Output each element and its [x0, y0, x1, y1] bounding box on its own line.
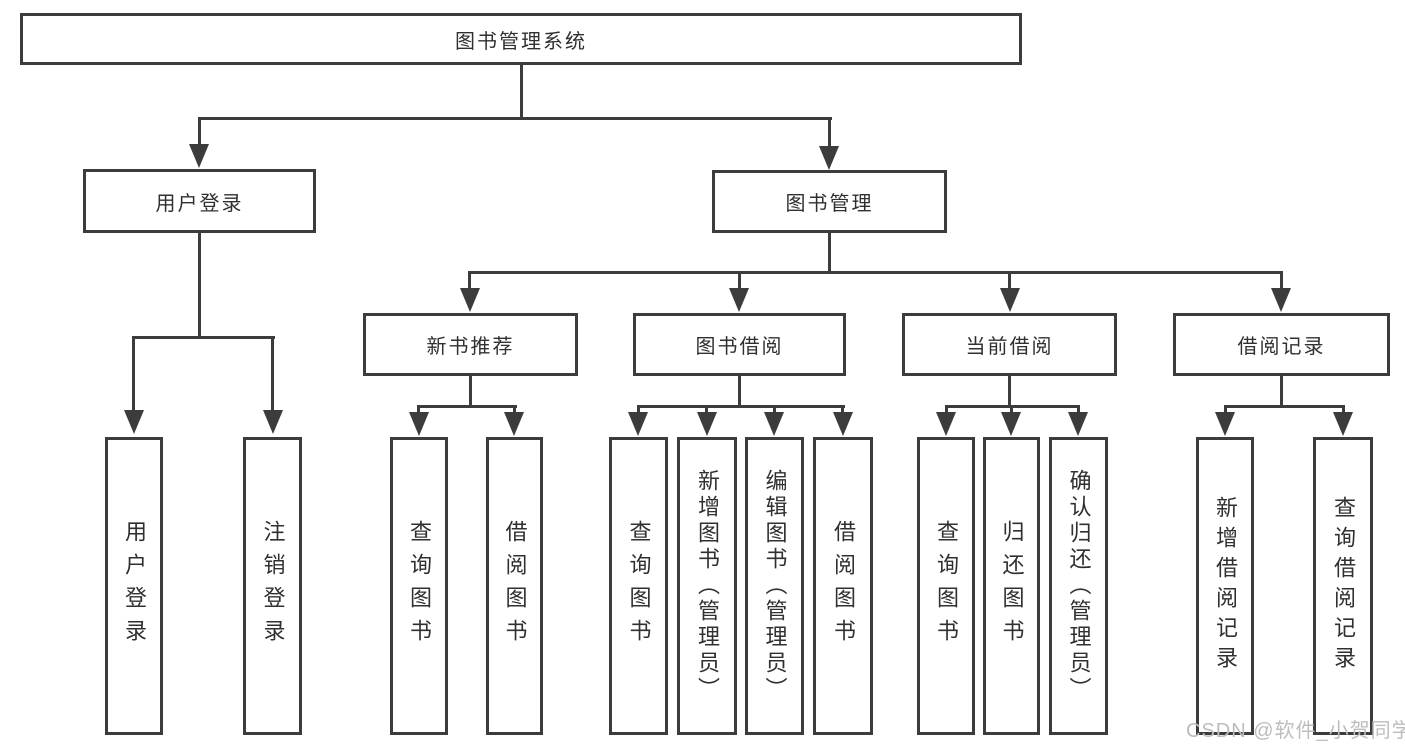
arrow-down-icon: [1001, 412, 1021, 436]
arrow-down-icon: [504, 412, 524, 436]
arrow-down-icon: [1068, 412, 1088, 436]
node-label: 当前借阅: [965, 336, 1054, 358]
connector-shaft: [841, 405, 844, 415]
leaf-user-login: 用户登录: [105, 437, 163, 735]
node-new-book-recommend: 新书推荐: [363, 313, 578, 376]
leaf-query-books-2: 查询图书: [609, 437, 668, 735]
connector-shaft: [198, 117, 201, 147]
leaf-add-borrow-record: 新增借阅记录: [1196, 437, 1254, 735]
arrow-down-icon: [833, 412, 853, 436]
connector-shaft: [417, 405, 420, 415]
leaf-borrow-books-2: 借阅图书: [813, 437, 873, 735]
arrow-down-icon: [819, 146, 839, 170]
connector-shaft: [132, 336, 135, 411]
leaf-borrow-books-1: 借阅图书: [486, 437, 543, 735]
node-label: 查询图书: [626, 520, 652, 652]
connector-user-login-splitter: [132, 336, 275, 339]
node-label: 借阅记录: [1237, 336, 1326, 358]
node-library-system: 图书管理系统: [20, 13, 1022, 65]
connector-shaft: [1077, 405, 1080, 415]
connector-user-login-trunk: [198, 233, 201, 339]
node-label: 用户登录: [122, 520, 147, 652]
arrow-down-icon: [263, 410, 283, 434]
connector-trunk: [1008, 376, 1011, 408]
connector-root-trunk: [520, 65, 523, 118]
leaf-query-books-3: 查询图书: [917, 437, 975, 735]
node-label: 借阅图书: [502, 520, 528, 652]
arrow-down-icon: [1333, 412, 1353, 436]
connector-shaft: [828, 117, 831, 148]
node-label: 确认归还（管理员）: [1066, 469, 1092, 703]
connector-level3-splitter: [468, 271, 1283, 274]
node-label: 查询借阅记录: [1331, 496, 1356, 676]
connector-shaft: [513, 405, 516, 415]
connector-shaft: [1280, 271, 1283, 289]
node-user-login: 用户登录: [83, 169, 316, 233]
connector-splitter: [637, 405, 845, 408]
connector-book-mgmt-trunk: [828, 233, 831, 274]
node-label: 查询图书: [934, 520, 959, 652]
leaf-edit-books-admin: 编辑图书（管理员）: [745, 437, 804, 735]
arrow-down-icon: [409, 412, 429, 436]
node-label: 注销登录: [260, 520, 286, 652]
node-label: 图书借阅: [695, 336, 784, 358]
arrow-down-icon: [936, 412, 956, 436]
connector-level2-splitter: [198, 117, 832, 120]
leaf-query-borrow-record: 查询借阅记录: [1313, 437, 1373, 735]
node-book-borrow: 图书借阅: [633, 313, 846, 376]
arrow-down-icon: [1000, 288, 1020, 312]
connector-shaft: [1342, 405, 1345, 415]
leaf-query-books-1: 查询图书: [390, 437, 448, 735]
arrow-down-icon: [628, 412, 648, 436]
arrow-down-icon: [124, 410, 144, 434]
node-book-management: 图书管理: [712, 170, 947, 233]
node-label: 用户登录: [155, 192, 244, 215]
connector-shaft: [637, 405, 640, 415]
connector-trunk: [738, 376, 741, 408]
connector-shaft: [1010, 405, 1013, 415]
node-label: 图书管理: [785, 193, 874, 215]
leaf-logout: 注销登录: [243, 437, 302, 735]
arrow-down-icon: [1271, 288, 1291, 312]
node-label: 新增借阅记录: [1213, 496, 1238, 676]
arrow-down-icon: [697, 412, 717, 436]
node-label: 查询图书: [407, 520, 432, 652]
node-label: 新增图书（管理员）: [695, 469, 720, 703]
connector-splitter: [417, 405, 517, 408]
leaf-return-books: 归还图书: [983, 437, 1040, 735]
node-label: 借阅图书: [831, 520, 856, 652]
leaf-add-books-admin: 新增图书（管理员）: [677, 437, 737, 735]
arrow-down-icon: [764, 412, 784, 436]
node-label: 新书推荐: [426, 336, 515, 358]
arrow-down-icon: [460, 288, 480, 312]
connector-shaft: [705, 405, 708, 415]
connector-splitter: [1224, 405, 1345, 408]
connector-shaft: [738, 271, 741, 289]
leaf-confirm-return-admin: 确认归还（管理员）: [1049, 437, 1108, 735]
connector-shaft: [945, 405, 948, 415]
connector-shaft: [271, 336, 274, 411]
node-label: 图书管理系统: [455, 30, 587, 53]
node-borrow-records: 借阅记录: [1173, 313, 1390, 376]
connector-trunk: [1280, 376, 1283, 408]
node-current-borrow: 当前借阅: [902, 313, 1117, 376]
node-label: 归还图书: [999, 520, 1025, 652]
connector-shaft: [468, 271, 471, 289]
arrow-down-icon: [189, 144, 209, 168]
connector-shaft: [1224, 405, 1227, 415]
arrow-down-icon: [729, 288, 749, 312]
node-label: 编辑图书（管理员）: [762, 469, 788, 703]
connector-shaft: [773, 405, 776, 415]
connector-trunk: [469, 376, 472, 408]
watermark: CSDN @软件_小贺同学: [1186, 720, 1405, 742]
arrow-down-icon: [1215, 412, 1235, 436]
connector-shaft: [1008, 271, 1011, 289]
